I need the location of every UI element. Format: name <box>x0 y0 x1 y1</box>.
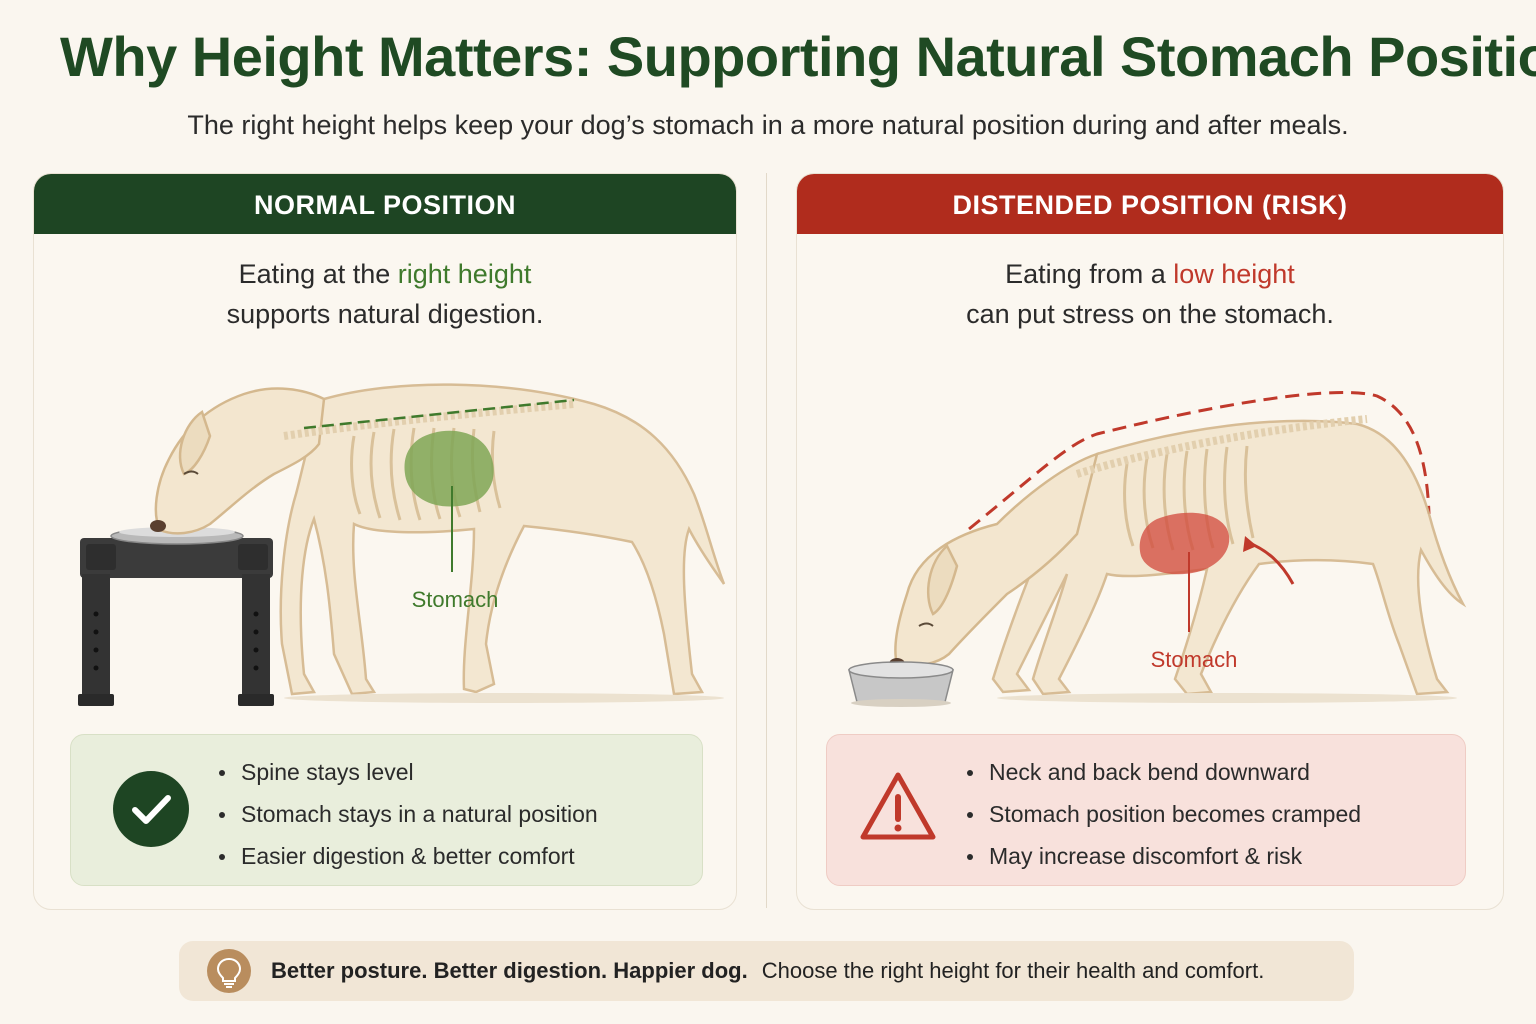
stomach-shape-distended <box>1139 512 1230 575</box>
tip-banner: Better posture. Better digestion. Happie… <box>179 941 1354 1001</box>
dog-eye-distended <box>918 622 934 627</box>
stomach-shape <box>404 430 494 507</box>
floor-bowl <box>848 661 954 707</box>
spine-level-line <box>303 398 575 430</box>
distended-bullet: Stomach position becomes cramped <box>967 793 1361 835</box>
tip-strong: Better posture. Better digestion. Happie… <box>271 958 748 983</box>
distended-position-header: DISTENDED POSITION (RISK) <box>797 174 1503 234</box>
distended-position-panel: DISTENDED POSITION (RISK) Eating from a … <box>796 173 1504 910</box>
distended-bullet: Neck and back bend downward <box>967 751 1361 793</box>
lightbulb-icon <box>207 949 251 993</box>
spine <box>283 400 575 440</box>
ground-shadow <box>284 693 724 703</box>
spine-distended <box>1075 415 1368 478</box>
tip-text: Better posture. Better digestion. Happie… <box>271 941 1264 1001</box>
distended-dog-illustration: Stomach <box>848 391 1467 707</box>
normal-intro-post: supports natural digestion. <box>226 299 544 329</box>
page-subtitle: The right height helps keep your dog’s s… <box>187 110 1349 140</box>
stomach-label-normal: Stomach <box>412 587 499 612</box>
normal-intro: Eating at the right height supports natu… <box>34 254 736 334</box>
curved-spine-line <box>968 391 1431 531</box>
distended-intro: Eating from a low height can put stress … <box>797 254 1503 334</box>
normal-intro-highlight: right height <box>397 259 532 289</box>
warning-icon <box>860 772 936 840</box>
normal-dog-illustration: Stomach <box>78 383 726 706</box>
ground-shadow-distended <box>997 693 1457 703</box>
raised-feeder <box>78 527 274 706</box>
page-title: Why Height Matters: Supporting Natural S… <box>60 25 1536 88</box>
distended-intro-post: can put stress on the stomach. <box>966 299 1334 329</box>
tip-body: Choose the right height for their health… <box>761 958 1265 983</box>
panel-divider <box>766 173 767 908</box>
distended-intro-highlight: low height <box>1173 259 1295 289</box>
normal-bullet: Spine stays level <box>219 751 598 793</box>
dog-bending <box>894 419 1467 696</box>
check-icon <box>113 771 189 847</box>
distended-bullet: May increase discomfort & risk <box>967 835 1361 877</box>
normal-intro-pre: Eating at the <box>238 259 398 289</box>
normal-bullet: Stomach stays in a natural position <box>219 793 598 835</box>
normal-benefits-box: Spine stays level Stomach stays in a nat… <box>70 734 703 886</box>
normal-bullet: Easier digestion & better comfort <box>219 835 598 877</box>
normal-bullet-list: Spine stays level Stomach stays in a nat… <box>219 751 598 877</box>
normal-position-header: NORMAL POSITION <box>34 174 736 234</box>
dog-eye <box>183 470 199 475</box>
distended-risks-box: Neck and back bend downward Stomach posi… <box>826 734 1466 886</box>
pressure-arrow-head <box>1243 536 1257 552</box>
normal-position-panel: NORMAL POSITION Eating at the right heig… <box>33 173 737 910</box>
distended-bullet-list: Neck and back bend downward Stomach posi… <box>967 751 1361 877</box>
distended-intro-pre: Eating from a <box>1005 259 1174 289</box>
stomach-label-distended: Stomach <box>1151 647 1238 672</box>
dog-nose <box>150 520 166 532</box>
